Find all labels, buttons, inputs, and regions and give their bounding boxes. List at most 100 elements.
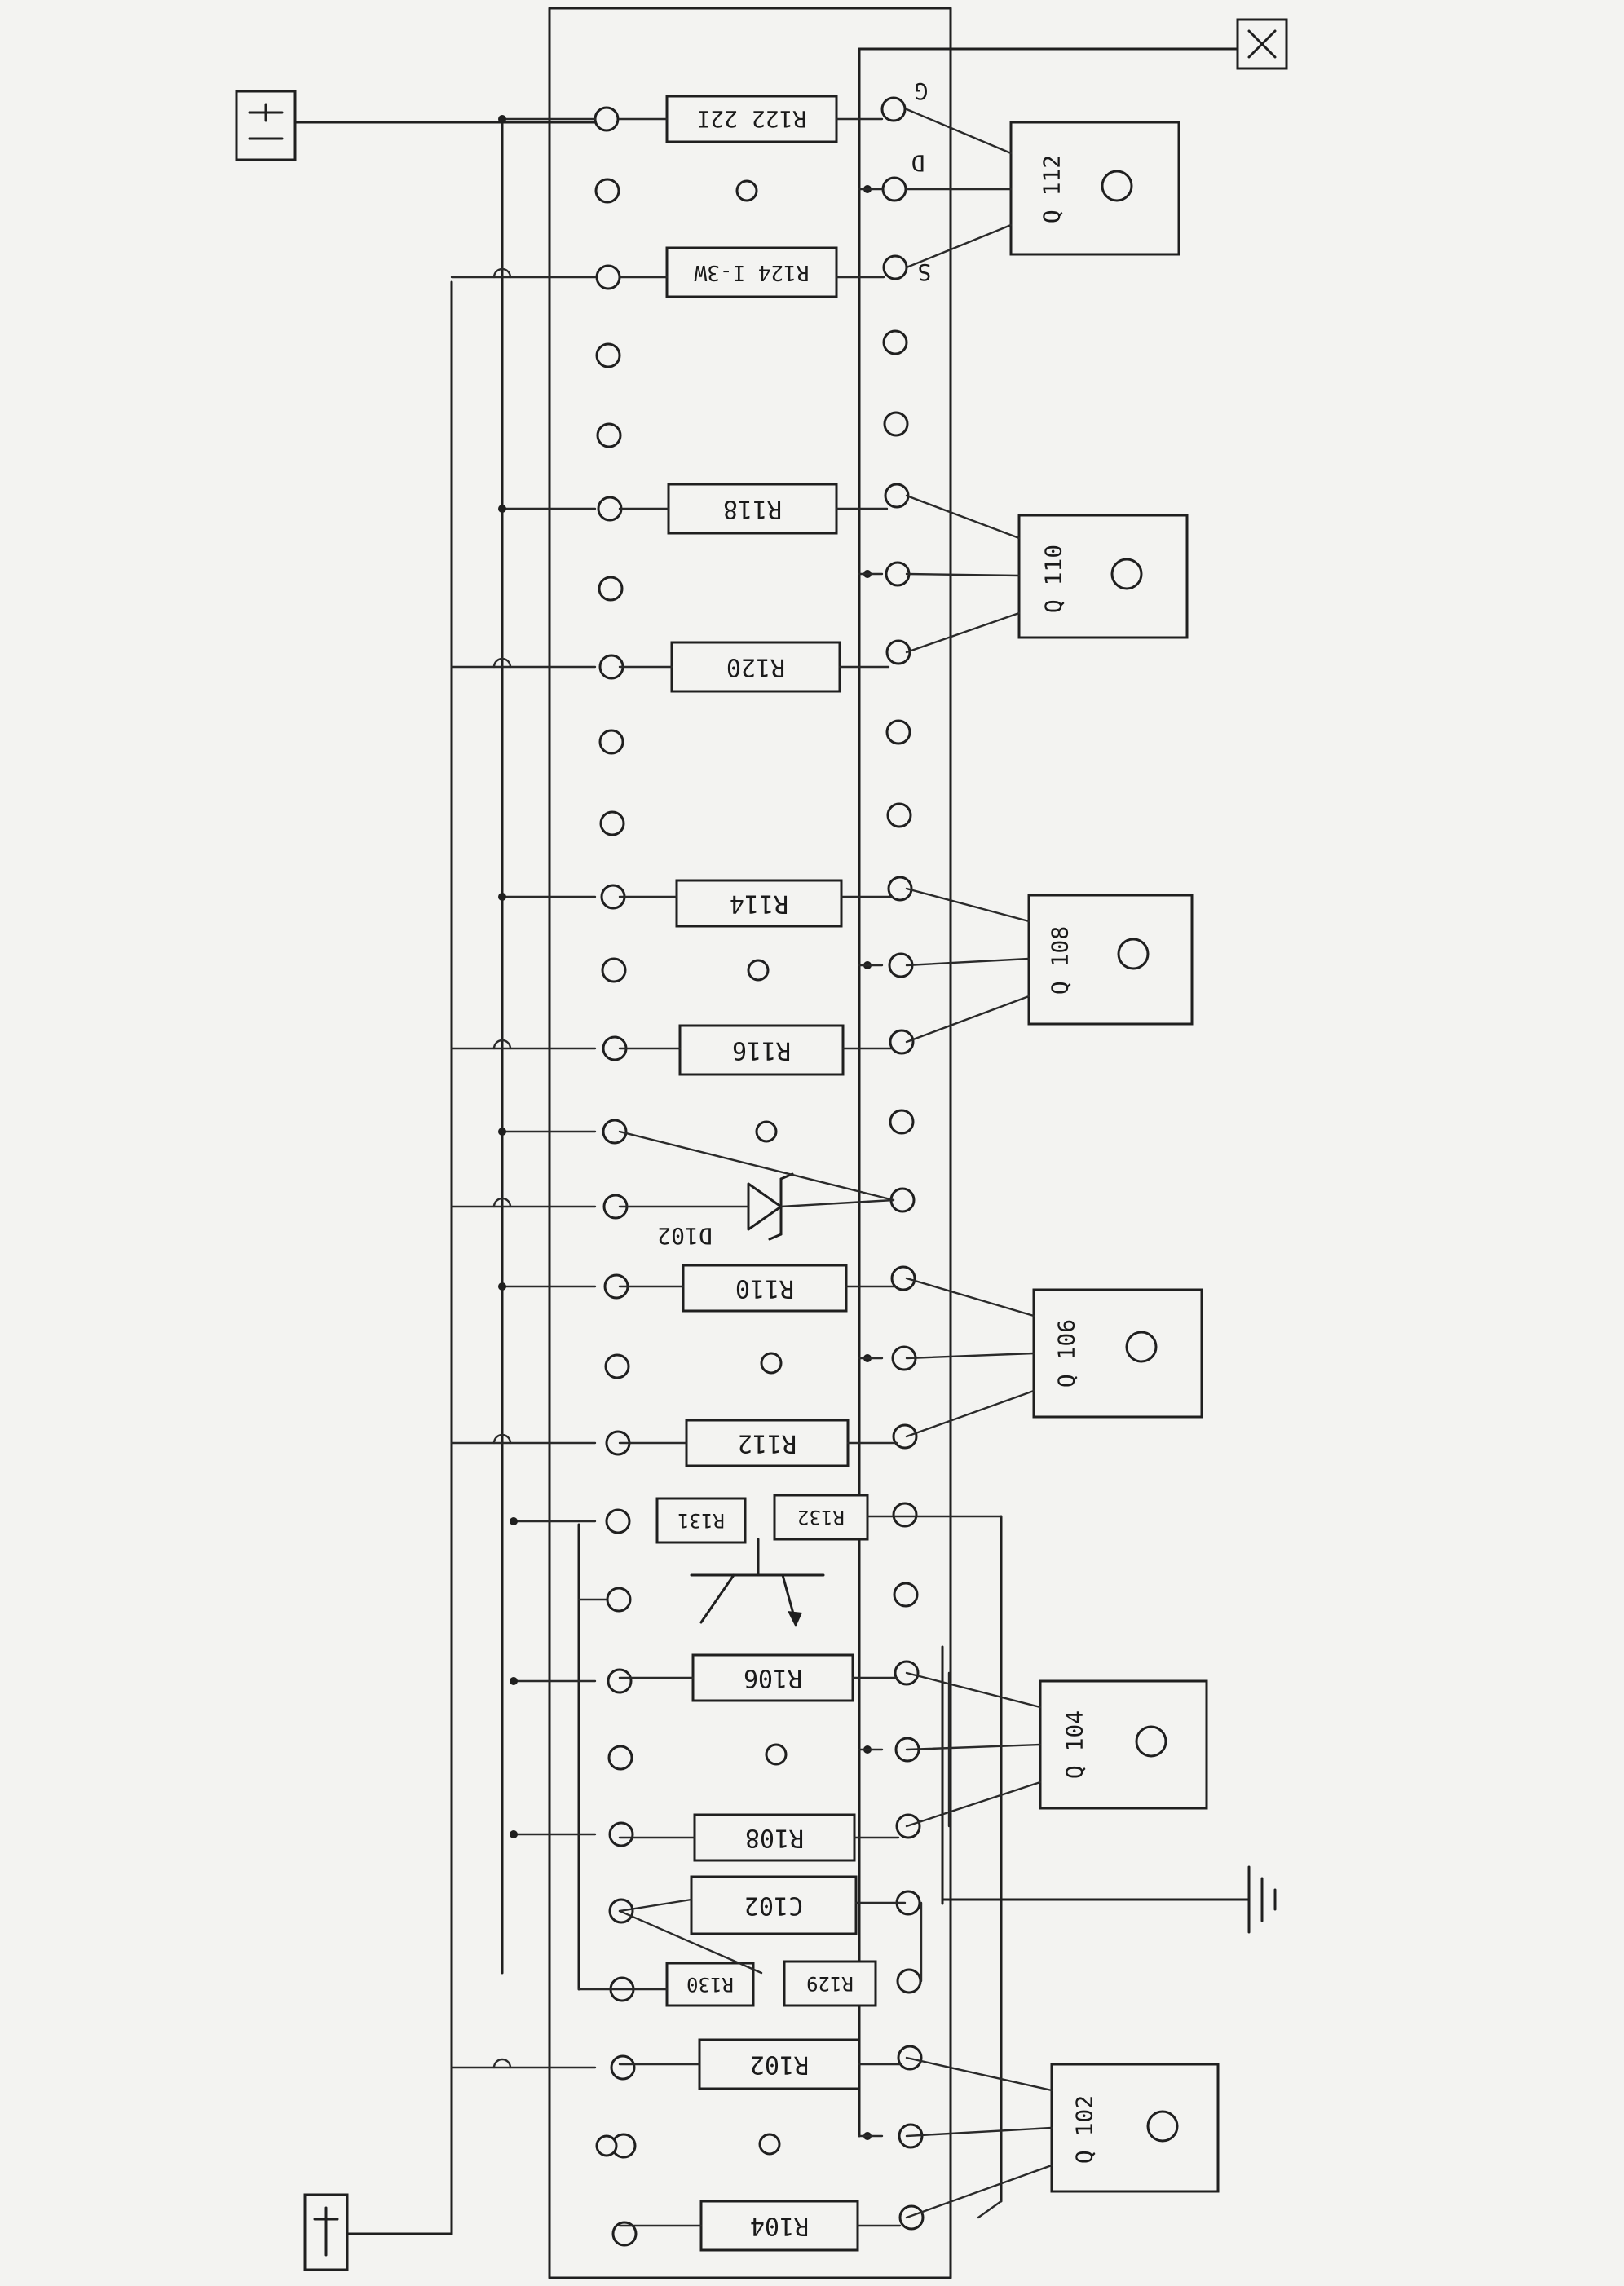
resistor-r114-label: R114: [730, 889, 788, 918]
resistor-r129: R129: [783, 1960, 877, 2007]
resistor-r106-label: R106: [744, 1664, 802, 1692]
capacitor-c102: C102: [690, 1875, 858, 1935]
transistor-pin-lead: [905, 995, 1030, 1044]
pin-label-s: S: [918, 259, 932, 286]
transistor-pin-lead: [905, 1743, 1042, 1751]
pad-right: [889, 1029, 915, 1055]
resistor-r131-label: R131: [677, 1509, 725, 1532]
resistor-r108-label: R108: [745, 1824, 804, 1852]
resistor-r112-label: R112: [738, 1429, 797, 1458]
pad-left: [597, 496, 623, 522]
diode-lead: [779, 1198, 895, 1208]
pad-middle: [765, 1743, 788, 1766]
resistor-r120: R120: [670, 641, 841, 693]
crossover-hop: [492, 2058, 512, 2069]
pad-middle: [760, 1352, 783, 1375]
pad-middle: [755, 1120, 778, 1143]
resistor-r102-label: R102: [750, 2050, 809, 2079]
pad-right: [890, 1265, 916, 1291]
resistor-r108: R108: [693, 1813, 856, 1862]
resistor-r122: R122 22I: [665, 95, 838, 143]
resistor-r102: R102: [698, 2038, 861, 2090]
pad-right: [887, 876, 913, 902]
pad-left: [594, 106, 620, 132]
pad-right: [898, 2204, 925, 2231]
pad-right: [885, 719, 911, 745]
transistor-pin-lead: [905, 2164, 1053, 2219]
crossover-hop: [492, 1039, 512, 1050]
pad-right: [896, 1968, 922, 1994]
transistor-pin-lead: [905, 1277, 1035, 1317]
gate-link: [977, 2200, 1003, 2219]
crossover-hop: [492, 267, 512, 279]
resistor-r120-label: R120: [726, 653, 785, 682]
transistor-pin-lead: [905, 108, 1013, 155]
resistor-r104-label: R104: [750, 2212, 809, 2240]
transistor-pin-lead: [905, 223, 1013, 269]
pad-right: [889, 1109, 915, 1135]
pad-left: [607, 1668, 633, 1694]
diode-d102-label: D102: [657, 1223, 712, 1250]
transistor-q112-label: Q 112: [1039, 155, 1066, 223]
pin-label-d: D: [911, 150, 925, 177]
pad-right: [884, 483, 910, 509]
pad-left: [611, 2221, 638, 2247]
resistor-r110-label: R110: [735, 1274, 794, 1303]
capacitor-lead: [618, 1909, 763, 1975]
transistor-pin-lead: [905, 2126, 1053, 2138]
junction-dot: [498, 115, 506, 123]
crossover-hop: [492, 1433, 512, 1445]
capacitor-lead: [618, 1898, 693, 1913]
resistor-r122-label: R122 22I: [697, 106, 807, 133]
resistor-group: R122 22I R124 I-3W R118 R120 R114 R116 R…: [655, 95, 877, 2252]
pad-left: [608, 1821, 634, 1847]
pad-right: [881, 176, 907, 202]
transistor-q112: Q 112: [1009, 121, 1180, 256]
terminal-output: X: [1236, 18, 1288, 82]
transistor-q108: Q 108: [1027, 894, 1194, 1026]
terminal-negative: -V: [303, 2193, 349, 2271]
resistor-r104: R104: [699, 2200, 859, 2252]
resistor-r106: R106: [691, 1653, 854, 1702]
transistor-q110: Q 110: [1017, 514, 1189, 639]
pad-right: [892, 1502, 918, 1528]
transistor-pin-lead: [905, 957, 1030, 967]
junction-dot: [498, 505, 506, 513]
pad-right: [883, 411, 909, 437]
terminal-output-label: X: [1247, 81, 1248, 82]
resistor-r114: R114: [675, 879, 843, 928]
pad-left: [610, 2054, 636, 2081]
resistor-r124-label: R124 I-3W: [694, 260, 809, 285]
resistor-r132: R132: [773, 1494, 869, 1541]
pad-left: [601, 957, 627, 983]
transistor-pin-lead: [905, 1671, 1042, 1709]
pad-middle: [747, 959, 770, 982]
pad-left: [606, 1587, 632, 1613]
terminal-positive-label: +V: [245, 211, 246, 213]
junction-dot: [510, 1830, 518, 1838]
pad-right: [882, 254, 908, 280]
pad-left: [598, 729, 624, 755]
transistor-pin-lead: [905, 1352, 1035, 1360]
transistor-pin-lead: [905, 887, 1030, 923]
transistor-group: Q 112 Q 110 Q 108 Q 106 Q 104 Q 102: [1009, 121, 1220, 2193]
ground-icon: [941, 1865, 1277, 1934]
resistor-r130: R130: [665, 1962, 755, 2007]
pad-right: [886, 802, 912, 828]
pad-right: [880, 96, 907, 122]
pin-label-g: G: [915, 78, 929, 105]
transistor-q104-label: Q 104: [1061, 1710, 1088, 1779]
resistor-r118-label: R118: [723, 495, 782, 523]
terminal-positive: +V: [235, 90, 297, 213]
transistor-pin-lead: [905, 572, 1021, 577]
resistor-r116: R116: [678, 1024, 845, 1076]
transistor-q102: Q 102: [1050, 2063, 1220, 2193]
transistor-pin-lead: [905, 611, 1021, 654]
pad-left: [599, 810, 625, 836]
resistor-r118: R118: [667, 483, 838, 535]
pad-right: [882, 329, 908, 355]
transistor-pin-lead: [905, 2056, 1053, 2092]
resistor-r130-label: R130: [686, 1973, 734, 1996]
transistor-pin-lead: [905, 1389, 1035, 1438]
